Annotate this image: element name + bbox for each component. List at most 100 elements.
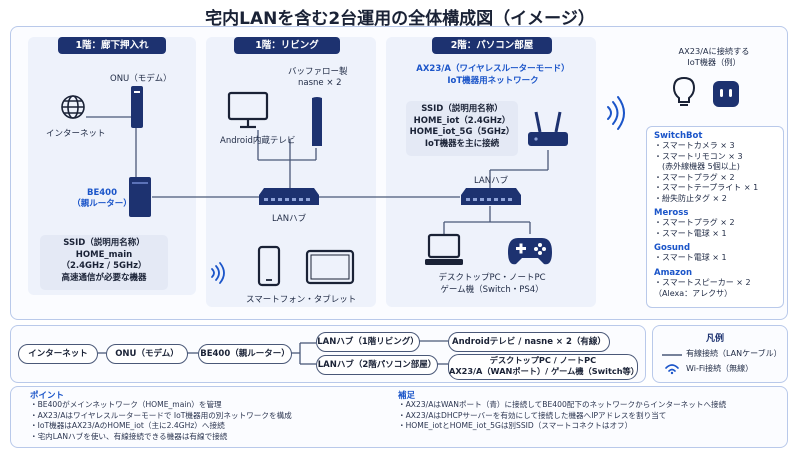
onu-label: ONU（モデム） xyxy=(110,74,172,84)
amazon-group: Amazon ・スマートスピーカー × 2 （Alexa：アレクサ） xyxy=(654,268,751,299)
zone-pc-room-header: 2階：パソコン部屋 xyxy=(432,37,552,54)
nasne-label-line2: nasne × 2 xyxy=(298,78,342,88)
points-item: ・BE400がメインネットワーク（HOME_main）を管理 xyxy=(30,400,222,409)
ax23-label: AX23/A（ワイヤレスルーターモード） IoT機器用ネットワーク xyxy=(396,64,590,87)
gosund-item: ・スマート電球 × 1 xyxy=(654,253,727,262)
amazon-item: （Alexa：アレクサ） xyxy=(654,288,733,298)
iot-caption: AX23/Aに接続する IoT機器（例） xyxy=(664,46,764,67)
points-item: ・IoT機器はAX23/AのHOME_iot（主に2.4GHz）へ接続 xyxy=(30,421,225,430)
iot-device-list xyxy=(646,126,784,308)
switchbot-item: ・スマートカメラ × 3 xyxy=(654,141,735,150)
flow-hub1: LANハブ（1階リビング） xyxy=(316,332,420,352)
zone-pc-room xyxy=(386,37,596,307)
page-title: 宅内LANを含む2台運用の全体構成図（イメージ） xyxy=(205,9,595,29)
ax23-router-icon xyxy=(528,111,568,146)
iot-caption-line2: IoT機器（例） xyxy=(687,56,741,67)
ssid-main-line4: 高速通信が必要な機器 xyxy=(61,272,147,283)
switchbot-item: ・スマートプラグ × 2 xyxy=(654,172,735,182)
be400-router-icon xyxy=(129,177,151,217)
legend-title: 凡例 xyxy=(706,334,725,344)
ssid-iot-line1: SSID（説明用名称） xyxy=(421,104,503,114)
lan-hub-1f-icon xyxy=(259,188,319,205)
legend-panel xyxy=(652,325,788,383)
gosund-group: Gosund ・スマート電球 × 1 xyxy=(654,243,727,264)
switchbot-item: ・スマートテープライト × 1 xyxy=(654,183,759,192)
iot-caption-line1: AX23/Aに接続する xyxy=(678,46,750,56)
points-item: ・AX23/Aはワイヤレスルーターモードで IoT機器用の別ネットワークを構成 xyxy=(30,410,292,420)
wifi-waves-icon xyxy=(211,262,225,284)
nasne-label: バッファロー製 nasne × 2 xyxy=(288,67,348,89)
ssid-main-box: SSID（説明用名称） HOME_main （2.4GHz / 5GHz） 高速… xyxy=(40,235,168,290)
notes-panel xyxy=(10,386,788,448)
switchbot-item: ・スマートリモコン × 3 xyxy=(654,151,743,161)
ssid-iot-line4: IoT機器を主に接続 xyxy=(424,138,500,149)
be400-label: BE400 （親ルーター） xyxy=(70,188,134,210)
amazon-item: ・スマートスピーカー × 2 xyxy=(654,278,751,287)
globe-icon xyxy=(61,95,85,119)
zone-living-header: 1階：リビング xyxy=(234,37,340,54)
android-tv-label: Android内蔵テレビ xyxy=(220,136,296,146)
wired-legend-icon xyxy=(662,354,682,356)
supplement-item: ・AX23/AはWANポート（青）に接続してBE400配下のネットワークからイン… xyxy=(398,400,727,409)
onu-icon xyxy=(131,86,143,128)
flow-onu: ONU（モデム） xyxy=(106,344,188,364)
meross-name: Meross xyxy=(654,208,689,218)
meross-item: ・スマート電球 × 1 xyxy=(654,228,727,238)
supplement-title: 補足 xyxy=(398,391,416,401)
wifi-legend-icon xyxy=(665,364,679,375)
lan-hub-1f-label: LANハブ xyxy=(272,214,307,224)
amazon-name: Amazon xyxy=(654,268,693,278)
switchbot-name: SwitchBot xyxy=(654,131,703,141)
smart-plug-icon xyxy=(713,81,739,107)
nasne-label-line1: バッファロー製 xyxy=(288,67,348,77)
internet-label: インターネット xyxy=(46,129,106,139)
gosund-name: Gosund xyxy=(654,243,691,253)
zone-living xyxy=(206,37,376,307)
tablet-icon xyxy=(305,249,355,285)
nasne-icon xyxy=(312,97,322,146)
flow-be400: BE400（親ルーター） xyxy=(198,344,292,364)
flow-hub2-target-line1: デスクトップPC / ノートPC xyxy=(489,355,597,365)
wifi-waves-iot-icon xyxy=(607,96,625,130)
pc-game-label: デスクトップPC・ノートPC ゲーム機（Switch・PS4） xyxy=(422,273,562,296)
ssid-main-line2: HOME_main xyxy=(75,249,133,260)
points-item: ・宅内LANハブを使い、有線接続できる機器は有線で接続 xyxy=(30,431,228,441)
flow-hub1-target: Androidテレビ / nasne × 2（有線） xyxy=(448,332,610,352)
flow-internet: インターネット xyxy=(18,344,98,364)
ssid-main-line1: SSID（説明用名称） xyxy=(63,238,145,248)
legend-wifi-label: Wi-Fi接続（無線） xyxy=(686,364,754,373)
smartphone-icon xyxy=(257,245,281,287)
supplement-list: ・AX23/AはWANポート（青）に接続してBE400配下のネットワークからイン… xyxy=(398,400,726,432)
zone-hallway-closet-header: 1階：廊下押入れ xyxy=(58,37,166,54)
flow-hub2-target-line2: AX23/A（WANポート）/ ゲーム機（Switch等） xyxy=(449,366,639,376)
switchbot-item: ・紛失防止タグ × 2 xyxy=(654,193,727,203)
lan-hub-2f-label: LANハブ xyxy=(474,176,509,186)
ssid-iot-box: SSID（説明用名称） HOME_iot（2.4GHz） HOME_iot_5G… xyxy=(406,101,518,156)
lightbulb-icon xyxy=(672,76,696,106)
meross-group: Meross ・スマートプラグ × 2 ・スマート電球 × 1 xyxy=(654,208,735,239)
points-title: ポイント xyxy=(30,391,65,401)
lan-hub-2f-icon xyxy=(461,188,521,205)
be400-label-line2: （親ルーター） xyxy=(72,199,132,209)
tv-icon xyxy=(227,91,269,129)
ssid-main-line3: （2.4GHz / 5GHz） xyxy=(61,261,147,271)
ax23-label-line1: AX23/A（ワイヤレスルーターモード） xyxy=(416,64,570,74)
meross-item: ・スマートプラグ × 2 xyxy=(654,218,735,227)
supplement-item: ・AX23/AはDHCPサーバーを有効にして接続した機器へIPアドレスを割り当て xyxy=(398,410,667,420)
supplement-item: ・HOME_iotとHOME_iot_5Gは別SSID（スマートコネクトはオフ） xyxy=(398,421,633,430)
points-list: ・BE400がメインネットワーク（HOME_main）を管理 ・AX23/Aはワ… xyxy=(30,400,292,442)
flow-hub2: LANハブ（2階パソコン部屋） xyxy=(316,355,438,375)
phone-tablet-label: スマートフォン・タブレット xyxy=(246,295,357,305)
ssid-iot-line2: HOME_iot（2.4GHz） xyxy=(413,115,511,126)
flow-hub2-target: デスクトップPC / ノートPC AX23/A（WANポート）/ ゲーム機（Sw… xyxy=(448,354,639,380)
ax23-label-line2: IoT機器用ネットワーク xyxy=(447,75,539,86)
laptop-icon xyxy=(425,233,463,265)
be400-label-line1: BE400 xyxy=(86,188,118,198)
switchbot-group: SwitchBot ・スマートカメラ × 3 ・スマートリモコン × 3 (赤外… xyxy=(654,131,758,204)
pc-game-label-line1: デスクトップPC・ノートPC xyxy=(438,273,546,283)
switchbot-item: (赤外線機器 5個以上) xyxy=(654,162,740,171)
ssid-iot-line3: HOME_iot_5G（5GHz） xyxy=(409,127,515,137)
gamepad-icon xyxy=(508,238,552,265)
